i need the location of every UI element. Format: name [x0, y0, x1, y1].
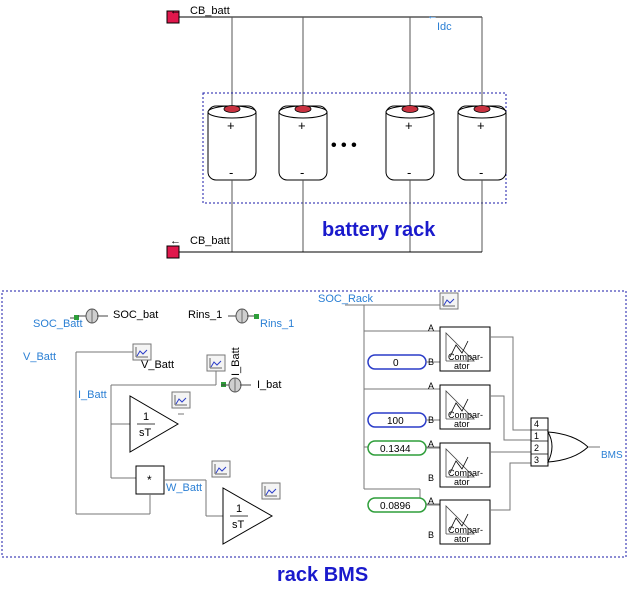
svg-text:+: + — [405, 118, 413, 133]
svg-text:ator: ator — [454, 361, 470, 371]
comparator-block[interactable]: A B Compar- ator — [428, 496, 491, 545]
rack-bms-section: SOC_Batt SOC_bat Rins_1 Rins_1 V_Batt V_… — [1, 290, 627, 586]
svg-text:ator: ator — [454, 477, 470, 487]
v-batt-node: V_Batt — [23, 351, 56, 363]
v-batt-meter-icon[interactable] — [132, 343, 152, 361]
top-terminal-label: CB_batt — [190, 5, 230, 17]
battery-rack-section: CB_batt ← ← Idc + - + - + - + - • • • — [166, 5, 507, 259]
bottom-terminal-arrow: ← — [170, 235, 181, 247]
i-bat-probe-icon[interactable] — [220, 377, 252, 393]
svg-text:Compar-: Compar- — [448, 410, 483, 420]
integrator-2-num: 1 — [236, 503, 242, 515]
soc-batt-node: SOC_Batt — [33, 318, 83, 330]
rins-probe-icon[interactable] — [227, 308, 259, 324]
svg-text:ator: ator — [454, 419, 470, 429]
integrator-2-den: sT — [232, 519, 245, 531]
rack-bms-caption: rack BMS — [277, 564, 368, 586]
svg-text:Compar-: Compar- — [448, 468, 483, 478]
svg-text:0: 0 — [393, 358, 399, 369]
battery-rack-caption: battery rack — [322, 219, 436, 241]
svg-text:3: 3 — [534, 455, 539, 465]
battery-cell[interactable]: + - — [385, 105, 435, 181]
top-terminal-arrow: ← — [170, 5, 181, 17]
comparator-block[interactable]: A B Compar- ator — [428, 323, 491, 372]
battery-cell[interactable]: + - — [278, 105, 328, 181]
bottom-terminal-label: CB_batt — [190, 235, 230, 247]
integrator-2-meter-icon[interactable] — [261, 482, 281, 500]
current-label: Idc — [437, 21, 452, 33]
integrator-1-den: sT — [139, 427, 152, 439]
rins-node: Rins_1 — [260, 318, 294, 330]
svg-text:100: 100 — [387, 416, 404, 427]
or-gate[interactable]: 4 1 2 3 — [530, 417, 589, 467]
comparator-block[interactable]: A B Compar- ator — [428, 381, 491, 430]
battery-cell[interactable]: + - — [207, 105, 257, 181]
rack-bms-box — [1, 290, 627, 558]
svg-text:1: 1 — [534, 431, 539, 441]
svg-text:4: 4 — [534, 419, 539, 429]
rins-label: Rins_1 — [188, 309, 222, 321]
svg-text:+: + — [227, 118, 235, 133]
w-batt-meter-icon[interactable] — [211, 460, 231, 478]
svg-text:B: B — [428, 530, 434, 540]
multiplier-symbol: * — [147, 473, 152, 487]
integrator-1-meter-icon[interactable] — [171, 391, 191, 409]
integrator-1-num: 1 — [143, 411, 149, 423]
svg-text:A: A — [428, 323, 434, 333]
svg-text:-: - — [300, 165, 304, 180]
svg-text:B: B — [428, 415, 434, 425]
bottom-terminal-icon[interactable] — [166, 245, 180, 259]
svg-text:Compar-: Compar- — [448, 525, 483, 535]
w-batt-node: W_Batt — [166, 482, 202, 494]
svg-text:ator: ator — [454, 534, 470, 544]
svg-text:0.1344: 0.1344 — [380, 444, 411, 455]
svg-text:-: - — [229, 165, 233, 180]
comparator-block[interactable]: A B Compar- ator — [428, 439, 491, 488]
svg-text:B: B — [428, 357, 434, 367]
svg-text:Compar-: Compar- — [448, 352, 483, 362]
i-batt-meter-icon[interactable] — [206, 354, 226, 372]
bms-output-label: BMS — [601, 450, 623, 461]
svg-text:B: B — [428, 473, 434, 483]
svg-text:-: - — [407, 165, 411, 180]
cell-ellipsis: • • • — [331, 137, 357, 154]
battery-cell[interactable]: + - — [457, 105, 507, 181]
soc-bat-meter-label: SOC_bat — [113, 309, 158, 321]
soc-rack-node: SOC_Rack — [318, 293, 374, 305]
i-batt-node: I_Batt — [78, 389, 107, 401]
i-bat-label: I_bat — [257, 379, 281, 391]
svg-text:+: + — [477, 118, 485, 133]
current-arrow: ← — [427, 10, 438, 22]
svg-text:0.0896: 0.0896 — [380, 501, 411, 512]
v-batt-meter-label: V_Batt — [141, 359, 174, 371]
svg-text:A: A — [428, 381, 434, 391]
svg-text:A: A — [428, 439, 434, 449]
soc-rack-meter-icon[interactable] — [439, 292, 459, 310]
svg-text:+: + — [298, 118, 306, 133]
svg-text:-: - — [479, 165, 483, 180]
svg-text:A: A — [428, 496, 434, 506]
svg-text:2: 2 — [534, 443, 539, 453]
i-batt-meter-label: I_Batt — [230, 347, 242, 376]
